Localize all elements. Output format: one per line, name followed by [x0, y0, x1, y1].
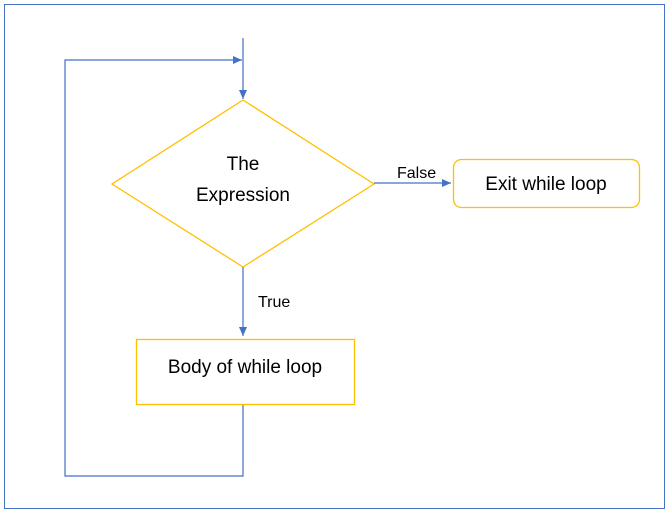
decision-diamond — [110, 99, 376, 268]
exit-node — [452, 158, 641, 209]
body-node-label: Body of while loop — [168, 357, 322, 378]
true-label: True — [258, 294, 290, 311]
loop-back-connector — [64, 56, 244, 477]
diagram-frame — [4, 4, 665, 509]
decision-label-line2: Expression — [196, 185, 290, 206]
body-node — [135, 338, 356, 406]
false-label: False — [397, 165, 436, 182]
decision-label-line1: The — [227, 154, 260, 175]
exit-node-label: Exit while loop — [485, 174, 606, 195]
